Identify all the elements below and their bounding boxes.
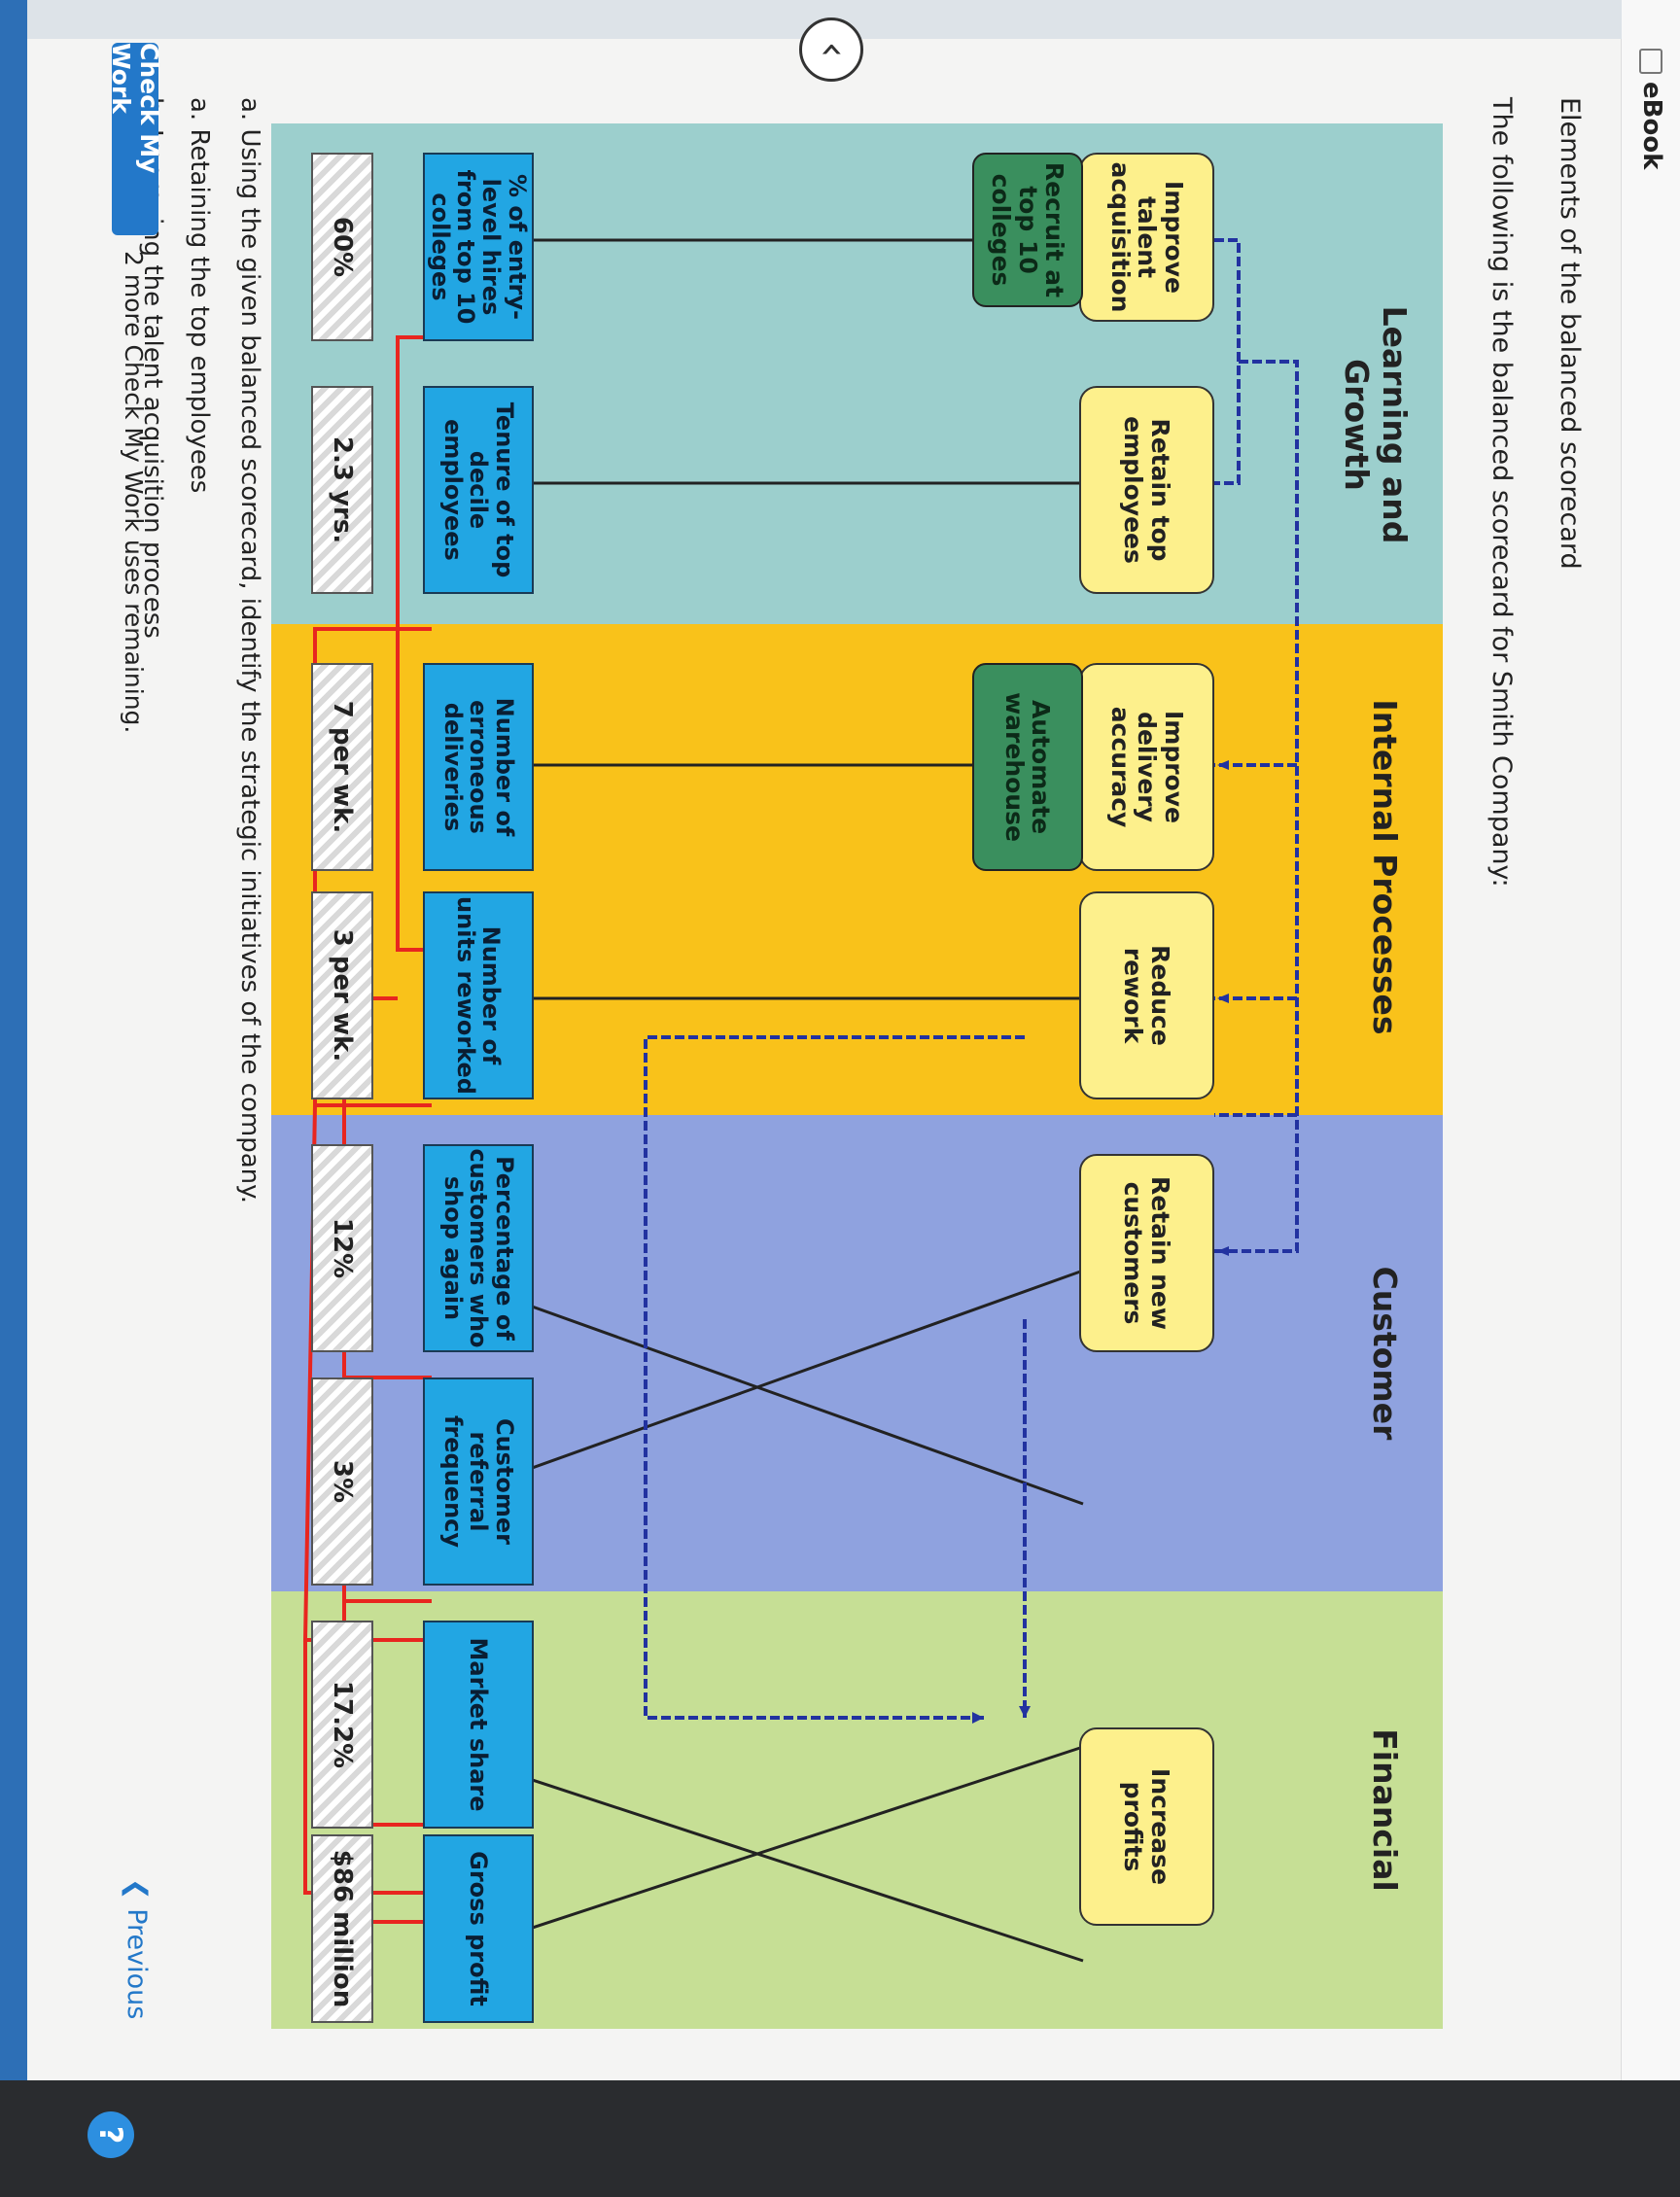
target-entry-level-hires: 60% xyxy=(311,153,373,341)
objective-reduce-rework: Reduce rework xyxy=(1079,891,1214,1099)
target-erroneous-deliveries: 7 per wk. xyxy=(311,663,373,871)
measure-referral-frequency: Customer referral frequency xyxy=(423,1377,534,1586)
header-financial: Financial xyxy=(1366,1728,1404,1892)
book-icon xyxy=(1639,49,1662,74)
check-my-work-button[interactable]: Check My Work xyxy=(107,43,163,235)
objective-delivery-accuracy: Improve delivery accuracy xyxy=(1079,663,1214,871)
measure-employee-tenure: Tenure of top decile employees xyxy=(423,386,534,594)
intro-text: The following is the balanced scorecard … xyxy=(1487,97,1517,888)
initiative-recruit-colleges: Recruit at top 10 colleges xyxy=(972,153,1083,307)
target-referral-frequency: 3% xyxy=(311,1377,373,1586)
target-gross-profit: $86 million xyxy=(311,1834,373,2023)
measure-erroneous-deliveries: Number of erroneous deliveries xyxy=(423,663,534,871)
header-internal: Internal Processes xyxy=(1366,699,1404,1035)
objective-increase-profits: Increase profits xyxy=(1079,1727,1214,1926)
previous-link[interactable]: ❮ Previous xyxy=(122,1878,152,2020)
ebook-tab[interactable]: eBook xyxy=(1637,82,1666,170)
chevron-left-icon[interactable]: ‹ xyxy=(799,17,863,82)
question-part-a: a. Using the given balanced scorecard, i… xyxy=(235,97,264,1204)
right-margin xyxy=(0,2080,1680,2197)
top-bar: eBook xyxy=(1621,0,1680,2197)
target-market-share: 17.2% xyxy=(311,1621,373,1829)
measure-repeat-customers: Percentage of customers who shop again xyxy=(423,1144,534,1352)
measure-entry-level-hires: % of entry-level hires from top 10 colle… xyxy=(423,153,534,341)
measure-units-reworked: Number of units reworked xyxy=(423,891,534,1099)
page-title: Elements of the balanced scorecard xyxy=(1555,97,1585,570)
previous-label: Previous xyxy=(122,1908,152,2020)
initiative-automate-warehouse: Automate warehouse xyxy=(972,663,1083,871)
remaining-uses: 2 more Check My Work uses remaining. xyxy=(120,251,148,734)
measure-gross-profit: Gross profit xyxy=(423,1834,534,2023)
target-employee-tenure: 2.3 yrs. xyxy=(311,386,373,594)
objective-retain-customers: Retain new customers xyxy=(1079,1154,1214,1352)
help-icon[interactable]: ? xyxy=(88,2111,134,2158)
target-repeat-customers: 12% xyxy=(311,1144,373,1352)
option-a[interactable]: a. Retaining the top employees xyxy=(185,97,214,494)
measure-market-share: Market share xyxy=(423,1621,534,1829)
header-customer: Customer xyxy=(1366,1266,1404,1441)
balanced-scorecard: Learning and Growth Internal Processes C… xyxy=(271,123,1443,2029)
objective-retain-employees: Retain top employees xyxy=(1079,386,1214,594)
objective-talent-acquisition: Improve talent acquisition xyxy=(1079,153,1214,322)
target-units-reworked: 3 per wk. xyxy=(311,891,373,1099)
bottom-strip xyxy=(0,0,27,2197)
header-learning: Learning and Growth xyxy=(1338,305,1414,544)
